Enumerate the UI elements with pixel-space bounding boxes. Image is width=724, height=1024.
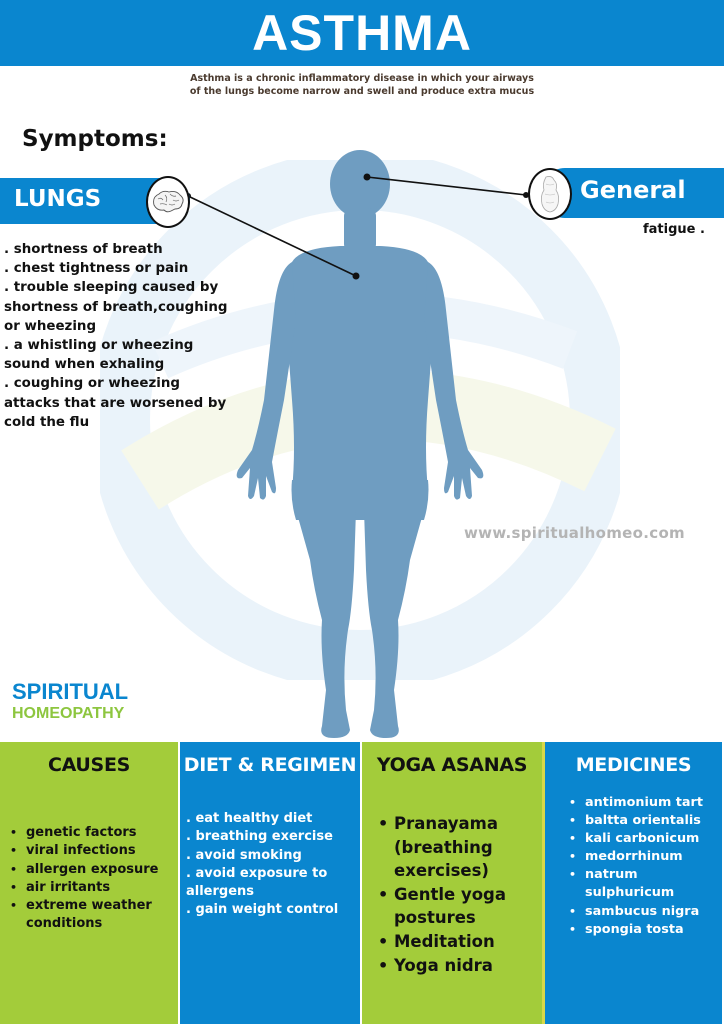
medicine-item: kali carbonicum [569,830,722,848]
yoga-item: Gentle yoga postures [378,883,542,930]
medicines-list: antimonium tart baltta orientalis kali c… [569,794,722,939]
causes-item: extreme weather conditions [10,897,178,934]
diet-item: . breathing exercise [186,829,333,845]
yoga-item: Yoga nidra [378,954,542,978]
medicines-panel: MEDICINES antimonium tart baltta orienta… [542,742,722,1024]
diet-item: . eat healthy diet [186,811,313,826]
lungs-symptom-item: . a whistling or wheezing sound when exh… [4,338,194,373]
yoga-title: YOGA ASANAS [376,754,528,776]
symptoms-heading: Symptoms: [22,126,168,152]
brand-logo: SPIRITUAL HOMEOPATHY [12,680,128,724]
medicine-item: natrum sulphuricum [569,866,722,902]
subtitle-line-1: Asthma is a chronic inflammatory disease… [190,73,534,84]
medicine-item: baltta orientalis [569,812,722,830]
lungs-symptom-item: . shortness of breath [4,242,163,257]
medicine-item: antimonium tart [569,794,722,812]
subtitle: Asthma is a chronic inflammatory disease… [0,72,724,98]
medicine-item: sambucus nigra [569,903,722,921]
causes-item: viral infections [10,842,178,861]
page-title: ASTHMA [252,5,472,61]
medicine-item: spongia tosta [569,921,722,939]
lungs-symptom-item: . coughing or wheezing attacks that are … [4,376,227,430]
yoga-item: Meditation [378,930,542,954]
diet-title: DIET & REGIMEN [183,754,357,776]
general-symptom-item: fatigue . [643,222,705,237]
brand-line-2: HOMEOPATHY [12,705,125,722]
website-link[interactable]: www.spiritualhomeo.com [464,524,685,542]
yoga-item: Pranayama (breathing exercises) [378,812,542,883]
causes-title: CAUSES [47,754,131,776]
yoga-panel: YOGA ASANAS Pranayama (breathing exercis… [360,742,542,1024]
diet-item: . avoid smoking [186,847,302,863]
causes-list: genetic factors viral infections allerge… [10,824,178,934]
diet-list: . eat healthy diet . breathing exercise … [186,810,360,920]
causes-panel: CAUSES genetic factors viral infections … [0,742,178,1024]
causes-item: genetic factors [10,824,178,843]
body-outline-icon [528,168,572,220]
causes-item: air irritants [10,879,178,898]
lungs-symptom-item: . trouble sleeping caused by shortness o… [4,280,228,334]
diet-item: . gain weight control [186,902,339,918]
subtitle-line-2: of the lungs become narrow and swell and… [189,86,535,97]
lungs-label: LUNGS [14,186,102,212]
brain-icon [146,176,190,228]
lungs-symptom-item: . chest tightness or pain [4,261,189,277]
medicine-item: medorrhinum [569,848,722,866]
medicines-title: MEDICINES [575,754,692,776]
header-banner: ASTHMA [0,0,724,66]
causes-item: allergen exposure [10,861,178,880]
diet-panel: DIET & REGIMEN . eat healthy diet . brea… [178,742,360,1024]
general-label: General [580,176,686,204]
lungs-symptom-list: . shortness of breath . chest tightness … [4,240,234,432]
brand-line-1: SPIRITUAL [12,679,129,704]
human-body-silhouette-icon [236,150,484,738]
info-panels: CAUSES genetic factors viral infections … [0,742,724,1024]
diet-item: . avoid exposure to allergens [186,865,328,900]
yoga-list: Pranayama (breathing exercises) Gentle y… [378,812,542,977]
